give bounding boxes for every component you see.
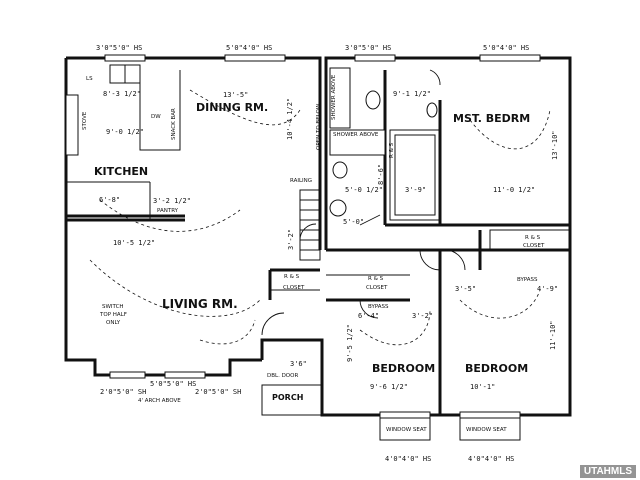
rs-label-d: R & S (389, 142, 395, 158)
doors (261, 69, 466, 336)
dim-top-window-mid: 5'0"4'0" HS (226, 44, 272, 52)
dim-dining-width: 13'-5" (223, 91, 248, 99)
pantry-label: PANTRY (157, 208, 179, 214)
window-seat-right (459, 417, 521, 441)
bathtub-icon (329, 67, 351, 129)
dim-bed-right-d: 11'-10" (549, 320, 557, 350)
dim-kitchen-b: 9'-0 1/2" (106, 128, 144, 136)
bypass-label-a: BYPASS (368, 304, 389, 310)
dim-kitchen-c: 6'-8" (99, 196, 120, 204)
dim-bath-c: 3'-9" (405, 186, 426, 194)
dim-dining-depth: 10'-4 1/2" (286, 98, 294, 140)
dim-bed-left-w: 9'-6 1/2" (370, 383, 408, 391)
toilet-icon-2 (332, 161, 348, 179)
window-seat-left (379, 417, 431, 441)
dim-top-window-master: 5'0"4'0" HS (483, 44, 529, 52)
dim-porch-a: 3'6" (290, 360, 307, 368)
switch-label-1: SWITCH (102, 304, 124, 310)
dim-closet-a: 3'-5" (455, 285, 476, 293)
dim-bottom-left-b: 5'0"5'0" HS (150, 380, 196, 388)
stove-icon (65, 94, 79, 156)
snack-bar-label: SNACK BAR (171, 108, 177, 140)
shower-above-label-left: SHOWER ABOVE (331, 74, 337, 120)
kitchen-label: KITCHEN (94, 165, 148, 178)
rs-label-b: R & S (368, 276, 384, 282)
dim-bottom-left-a: 2'0"5'0" SH (100, 388, 146, 396)
master-bedroom-label: MST. BEDRM (453, 112, 530, 125)
window-seat-right-label: WINDOW SEAT (466, 427, 507, 433)
switch-label-2: TOP HALF (99, 312, 127, 318)
dishwasher-label: DW (151, 114, 161, 120)
dim-living-width: 10'-5 1/2" (113, 239, 155, 247)
dim-bath-e: 5'-0" (343, 218, 364, 226)
dim-bottom-right-a: 4'0"4'0" HS (385, 455, 431, 463)
fixtures (65, 64, 438, 217)
arch-above-label: 4' ARCH ABOVE (138, 398, 181, 404)
windows (104, 54, 541, 441)
closet-label-b: CLOSET (366, 285, 388, 291)
window-seat-left-label: WINDOW SEAT (386, 427, 427, 433)
dim-top-window-bath: 3'0"5'0" HS (345, 44, 391, 52)
dim-kitchen-a: 8'-3 1/2" (103, 90, 141, 98)
dim-top-window-left: 3'0"5'0" HS (96, 44, 142, 52)
shower-above-label-mid: SHOWER ABOVE (333, 132, 379, 138)
bypass-label-b: BYPASS (517, 277, 538, 283)
dim-bath-d: 8'-6" (377, 164, 385, 185)
dim-bed-left-d: 9'-5 1/2" (346, 324, 354, 362)
dim-bed-right-c: 4'-9" (537, 285, 558, 293)
lavatory-icon-2 (426, 102, 438, 118)
dim-pantry: 3'-2 1/2" (153, 197, 191, 205)
rs-label-a: R & S (284, 274, 300, 280)
dim-bottom-left-c: 2'0"5'0" SH (195, 388, 241, 396)
dim-bath-a: 9'-1 1/2" (393, 90, 431, 98)
dim-stair: 3'-2" (287, 229, 295, 250)
stove-label: STOVE (82, 111, 88, 130)
dim-master-a: 13'-10" (551, 130, 559, 160)
dim-bottom-right-b: 4'0"4'0" HS (468, 455, 514, 463)
closet-label-a: CLOSET (283, 285, 305, 291)
porch-outline (261, 384, 323, 416)
ls-label: LS (86, 76, 93, 82)
closet-label-c: CLOSET (523, 243, 545, 249)
dim-bath-b: 5'-0 1/2" (345, 186, 383, 194)
dining-room-label: DINING RM. (196, 101, 268, 114)
bedroom-right-label: BEDROOM (465, 362, 528, 375)
switch-label-3: ONLY (106, 320, 121, 326)
lavatory-icon (329, 199, 347, 217)
toilet-icon (365, 90, 381, 110)
dim-master-b: 11'-0 1/2" (493, 186, 535, 194)
open-to-below-label: OPEN TO BELOW (316, 103, 322, 150)
dim-bed-right-w: 10'-1" (470, 383, 495, 391)
railing-label: RAILING (290, 178, 312, 184)
porch-label: PORCH (272, 393, 303, 402)
dim-bed-left-c: 6'-4" (358, 312, 379, 320)
shower-icon (329, 129, 386, 156)
rs-label-c: R & S (525, 235, 541, 241)
electrical-lines (89, 89, 551, 346)
living-room-label: LIVING RM. (162, 297, 238, 311)
watermark: UTAHMLS (579, 465, 636, 478)
dbl-door-label: DBL. DOOR (267, 373, 298, 379)
dim-closet-b: 3'-2" (412, 312, 433, 320)
bedroom-left-label: BEDROOM (372, 362, 435, 375)
